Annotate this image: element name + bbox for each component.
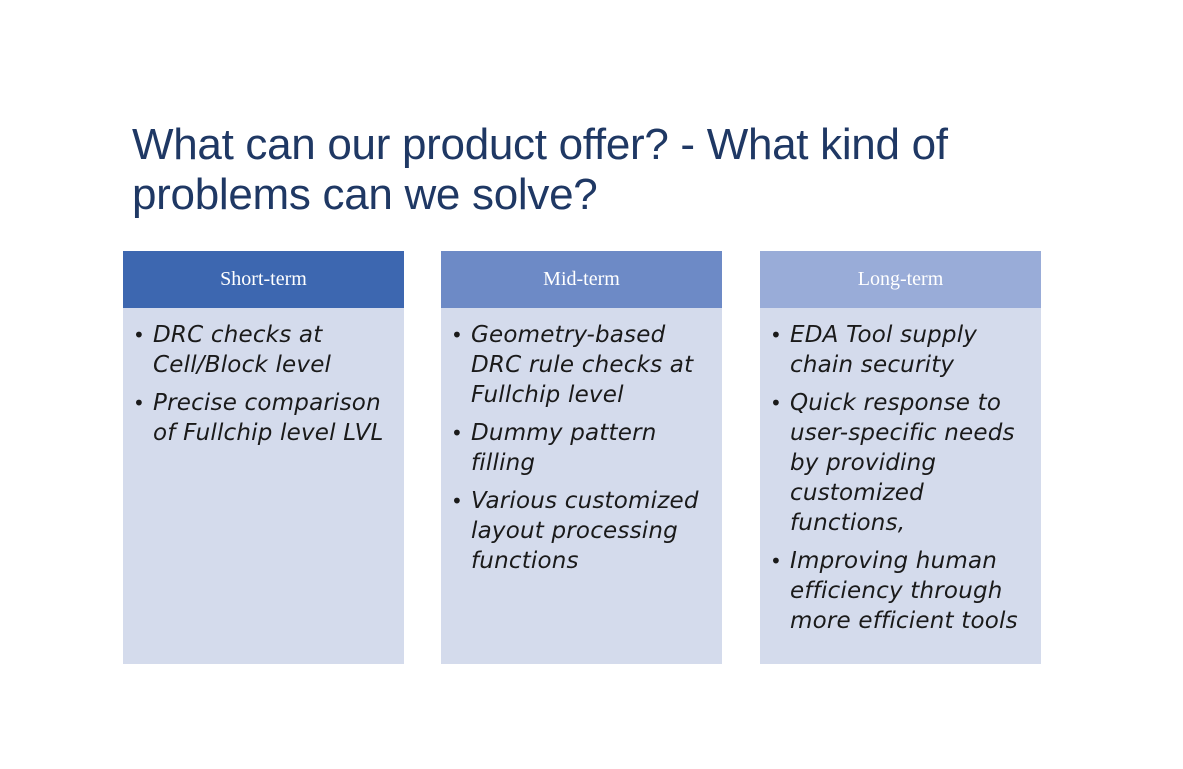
column-mid-term: Mid-term • Geometry-based DRC rule checks…: [441, 251, 722, 664]
list-item-text: Dummy pattern filling: [471, 420, 657, 476]
bullet-icon: •: [451, 323, 463, 347]
slide-title: What can our product offer? - What kind …: [132, 120, 948, 219]
list-item-text: Improving human efficiency through more …: [790, 548, 1018, 634]
bullet-icon: •: [451, 489, 463, 513]
list-item: • Geometry-based DRC rule checks at Fullc…: [451, 320, 714, 410]
list-item: • EDA Tool supply chain security: [770, 320, 1033, 380]
column-header-mid-term: Mid-term: [441, 251, 722, 308]
column-long-term: Long-term • EDA Tool supply chain securit…: [760, 251, 1041, 664]
bullet-list-short-term: • DRC checks at Cell/Block level • Precise…: [123, 308, 404, 448]
list-item: • Improving human efficiency through more…: [770, 546, 1033, 636]
bullet-icon: •: [133, 391, 145, 415]
list-item: • Dummy pattern filling: [451, 418, 714, 478]
bullet-icon: •: [770, 323, 782, 347]
bullet-icon: •: [451, 421, 463, 445]
column-header-long-term: Long-term: [760, 251, 1041, 308]
list-item-text: Geometry-based DRC rule checks at Fullch…: [471, 322, 694, 408]
list-item-text: DRC checks at Cell/Block level: [153, 322, 332, 378]
list-item-text: EDA Tool supply chain security: [790, 322, 978, 378]
list-item-text: Various customized layout processing fun…: [471, 488, 699, 574]
list-item: • Precise comparison of Fullchip level LV…: [133, 388, 396, 448]
list-item-text: Precise comparison of Fullchip level LVL: [153, 390, 384, 446]
list-item: • Various customized layout processing fu…: [451, 486, 714, 576]
list-item: • DRC checks at Cell/Block level: [133, 320, 396, 380]
column-short-term: Short-term • DRC checks at Cell/Block lev…: [123, 251, 404, 664]
list-item: • Quick response to user-specific needs b…: [770, 388, 1033, 538]
bullet-icon: •: [770, 549, 782, 573]
list-item-text: Quick response to user-specific needs by…: [790, 390, 1015, 536]
bullet-list-long-term: • EDA Tool supply chain security • Quick r…: [760, 308, 1041, 636]
column-header-short-term: Short-term: [123, 251, 404, 308]
bullet-icon: •: [770, 391, 782, 415]
bullet-icon: •: [133, 323, 145, 347]
bullet-list-mid-term: • Geometry-based DRC rule checks at Fullc…: [441, 308, 722, 576]
